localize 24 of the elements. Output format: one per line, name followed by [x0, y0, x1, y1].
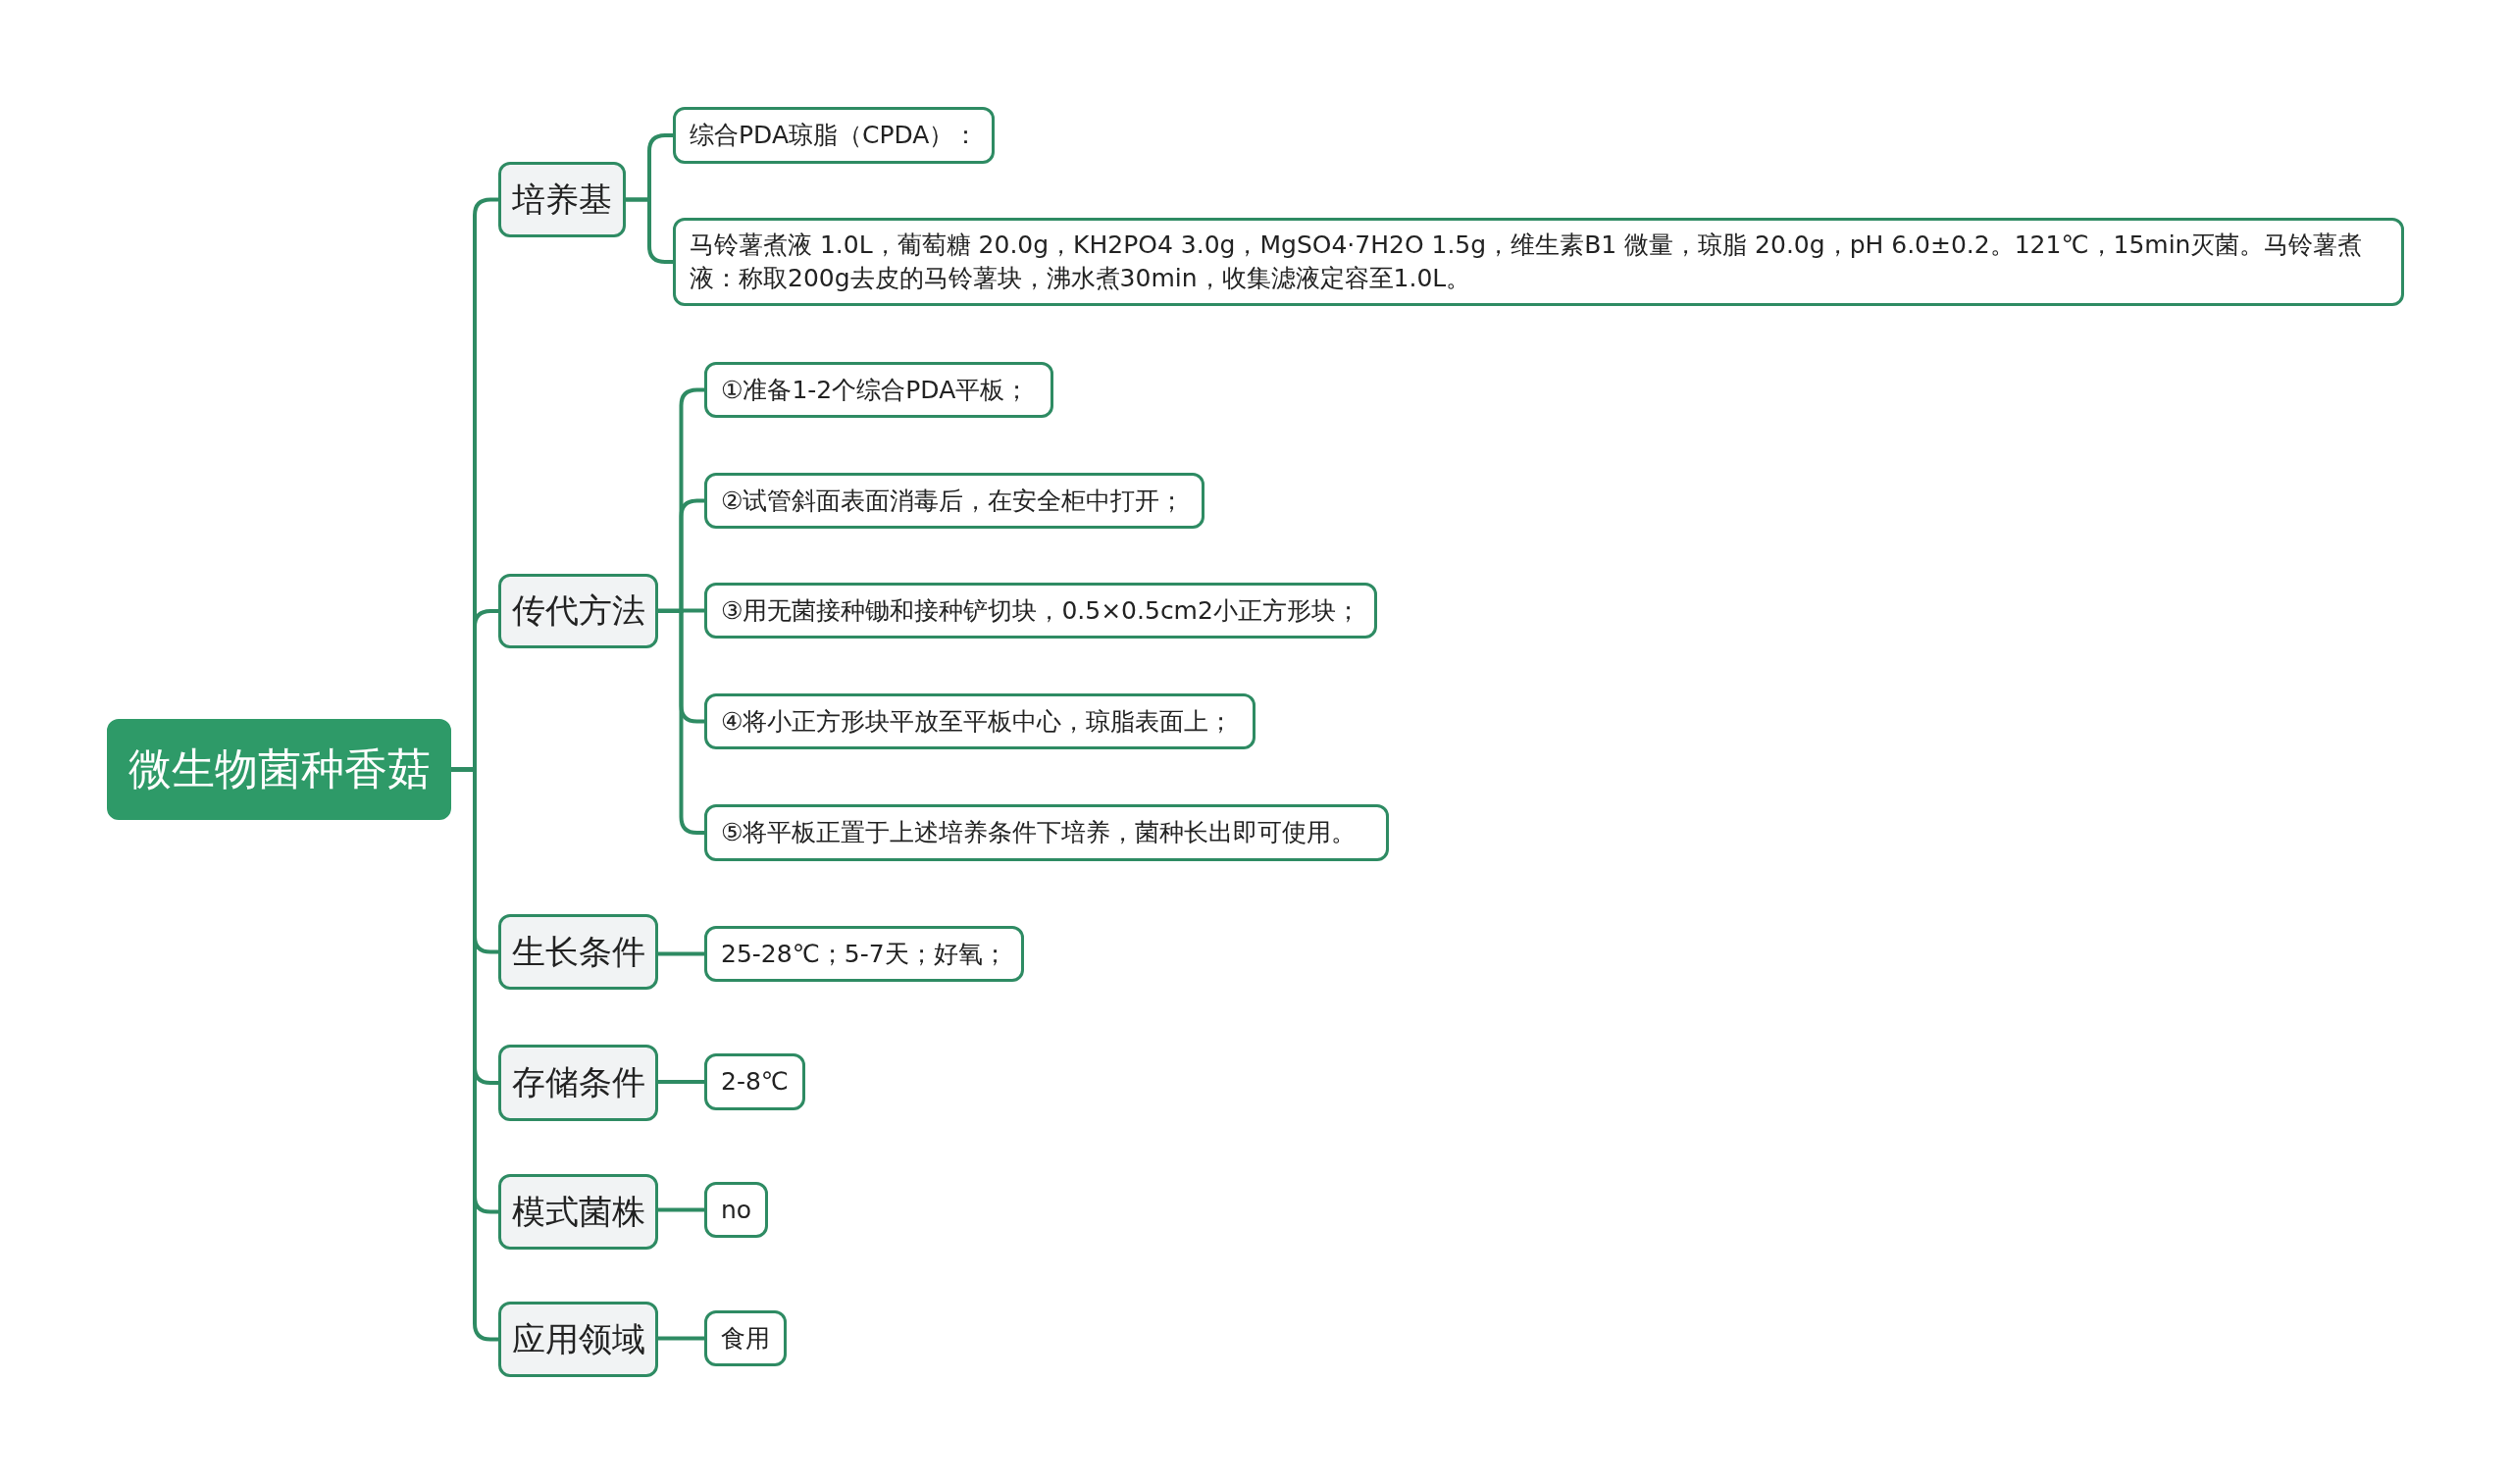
topic-box: 存储条件 — [498, 1045, 658, 1121]
text-box: ④将小正方形块平放至平板中心，琼脂表面上； — [704, 693, 1256, 749]
text-box: 2-8℃ — [704, 1053, 805, 1110]
text-box: ①准备1-2个综合PDA平板； — [704, 362, 1053, 418]
text-box: 综合PDA琼脂（CPDA）： — [673, 107, 996, 164]
root-box: 微生物菌种香菇 — [107, 719, 451, 820]
connector-line — [658, 609, 704, 835]
connector-line — [658, 1207, 704, 1212]
topic-box: 生长条件 — [498, 914, 658, 990]
connector-line — [626, 197, 673, 264]
text-box: no — [704, 1182, 769, 1238]
text-box: 马铃薯煮液 1.0L，葡萄糖 20.0g，KH2PO4 3.0g，MgSO4·7H2O 1.5g，维生素B1 微量，琼脂 20.0g，pH 6.0±0.2。121℃，15min灭菌。马铃薯煮液：称取200g去皮的马铃薯块，沸水煮30min，收集滤液定容至1.0L。 — [673, 218, 2404, 306]
topic-box: 模式菌株 — [498, 1174, 658, 1250]
connector-line — [658, 951, 704, 956]
connector-line — [658, 1080, 704, 1084]
text-box: 25-28℃；5-7天；好氧； — [704, 926, 1024, 982]
topic-box: 培养基 — [498, 162, 626, 237]
topic-box: 应用领域 — [498, 1302, 658, 1377]
text-box: 食用 — [704, 1310, 787, 1366]
topic-box: 传代方法 — [498, 574, 658, 648]
text-box: ⑤将平板正置于上述培养条件下培养，菌种长出即可使用。 — [704, 804, 1389, 861]
connector-line — [658, 1336, 704, 1341]
text-box: ③用无菌接种锄和接种铲切块，0.5×0.5cm2小正方形块； — [704, 583, 1377, 639]
text-box: ②试管斜面表面消毒后，在安全柜中打开； — [704, 473, 1204, 529]
